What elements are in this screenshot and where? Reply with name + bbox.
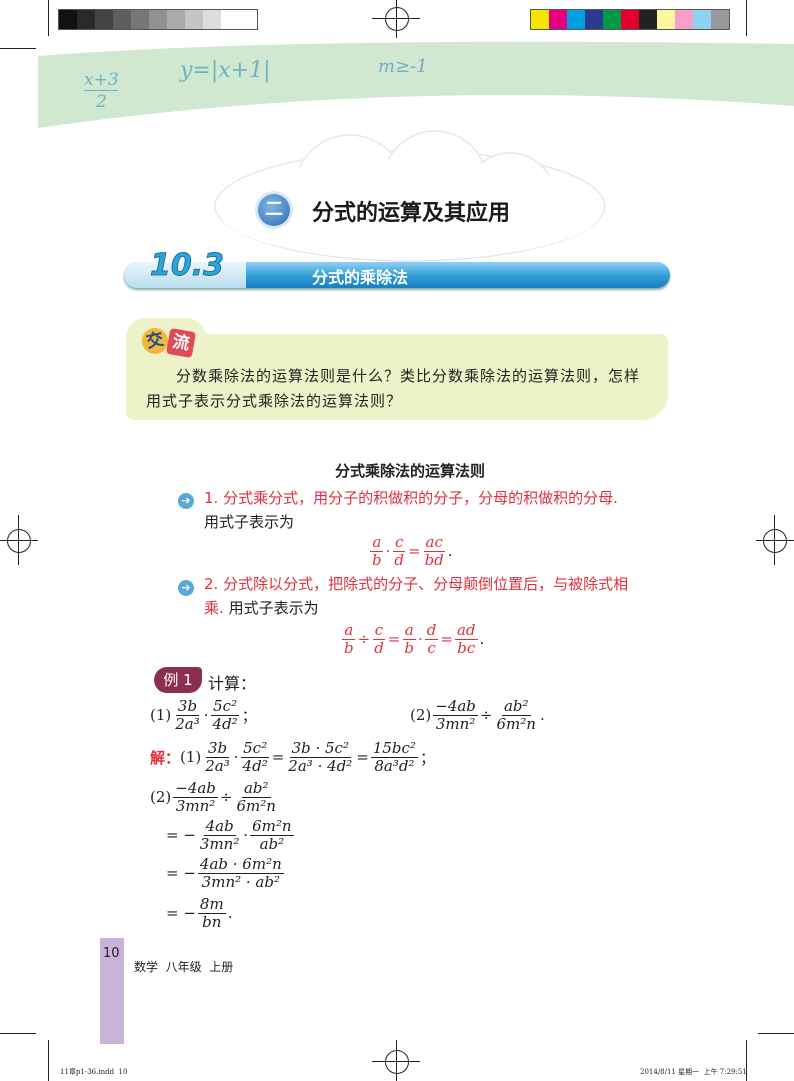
chapter-badge: 二 [258, 194, 290, 226]
page-number: 10 [103, 946, 120, 961]
doodle-equation: y=|x+1| [180, 58, 271, 83]
section-number-plate [124, 262, 246, 288]
rule-2-black: 用式子表示为 [228, 599, 319, 617]
doodle-fraction-den: 2 [96, 92, 107, 112]
exchange-badge-char-2: 流 [165, 327, 197, 359]
rule-1-text: 1. 分式乘分式，用分子的积做积的分子，分母的积做积的分母. 用式子表示为 [204, 486, 634, 534]
rules-heading: 分式乘除法的运算法则 [334, 462, 485, 480]
registration-mark-right [763, 529, 787, 553]
rule-2-red: 2. 分式除以分式，把除式的分子、分母颠倒位置后，与被除式相乘. [204, 575, 629, 617]
registration-mark-bottom [385, 1050, 409, 1074]
exchange-text: 分数乘除法的运算法则是什么？类比分数乘除法的运算法则，怎样用式子表示分式乘除法的… [146, 367, 641, 410]
registration-mark-left [7, 529, 31, 553]
color-bar [530, 9, 730, 30]
file-info: 11章p1-36.indd 10 [60, 1068, 128, 1076]
cloud-shape [214, 130, 606, 262]
grayscale-bar [58, 9, 258, 30]
doodle-inequality: m≥-1 [378, 56, 428, 77]
chapter-title: 分式的运算及其应用 [312, 201, 511, 226]
chapter-badge-label: 二 [265, 199, 283, 220]
example-prompt: 计算： [208, 674, 257, 693]
rule-2-text: 2. 分式除以分式，把除式的分子、分母颠倒位置后，与被除式相乘. 用式子表示为 [204, 572, 634, 620]
doodle-fraction-num: x+3 [84, 70, 119, 90]
section-title: 分式的乘除法 [311, 268, 408, 287]
rule-1-black: 用式子表示为 [204, 513, 295, 531]
example-badge: 例 1 [154, 667, 202, 693]
solution-label: 解： [150, 748, 181, 767]
registration-mark-top [385, 7, 409, 31]
example-badge-label: 例 1 [163, 671, 193, 689]
exchange-box [126, 334, 668, 420]
header-band [38, 41, 794, 128]
page-tab [100, 938, 124, 1044]
rule-1-icon: ➔ [178, 489, 200, 509]
timestamp: 2014/8/11 星期一 上午 7:29:51 [640, 1068, 747, 1076]
rule-1-red: 1. 分式乘分式，用分子的积做积的分子，分母的积做积的分母. [204, 489, 618, 507]
section-number: 10.3 [149, 248, 225, 284]
rule-2-icon: ➔ [178, 576, 200, 596]
book-title: 数学 八年级 上册 [134, 960, 234, 974]
